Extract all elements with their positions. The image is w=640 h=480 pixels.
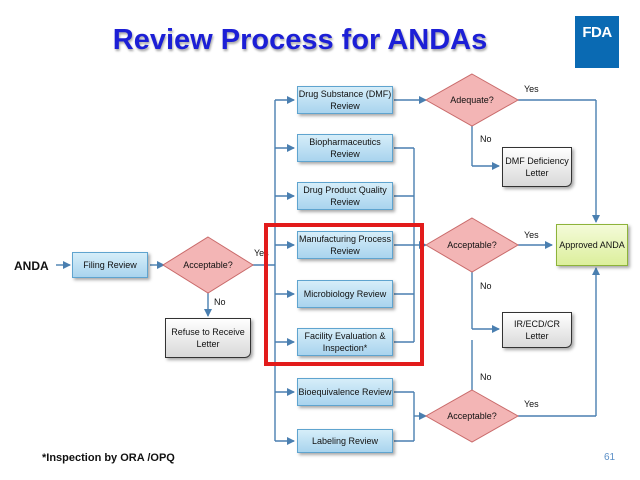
review-drug-product-quality: Drug Product Quality Review bbox=[297, 182, 393, 210]
ir-ecd-cr-letter: IR/ECD/CR Letter bbox=[502, 312, 572, 348]
footnote: *Inspection by ORA /OPQ bbox=[42, 452, 175, 464]
approved-anda: Approved ANDA bbox=[556, 224, 628, 266]
review-microbiology: Microbiology Review bbox=[297, 280, 393, 308]
review-bioequivalence: Bioequivalence Review bbox=[297, 378, 393, 406]
filing-review-box: Filing Review bbox=[72, 252, 148, 278]
edge-label-main-no: No bbox=[480, 281, 492, 291]
review-drug-substance: Drug Substance (DMF) Review bbox=[297, 86, 393, 114]
edge-label-bio-yes: Yes bbox=[524, 399, 539, 409]
review-labeling: Labeling Review bbox=[297, 429, 393, 453]
anda-start-label: ANDA bbox=[14, 259, 49, 273]
dmf-deficiency-letter: DMF Deficiency Letter bbox=[502, 147, 572, 187]
fda-logo-text: FDA bbox=[582, 24, 612, 41]
fda-logo: FDA bbox=[575, 16, 619, 68]
review-manufacturing-process: Manufacturing Process Review bbox=[297, 231, 393, 259]
page-title: Review Process for ANDAs bbox=[112, 24, 488, 56]
edge-label-filing-yes: Yes bbox=[254, 248, 269, 258]
decision-filing-acceptable-shape bbox=[162, 236, 254, 294]
edge-label-filing-no: No bbox=[214, 297, 226, 307]
review-biopharmaceutics: Biopharmaceutics Review bbox=[297, 134, 393, 162]
edge-label-dmf-yes: Yes bbox=[524, 84, 539, 94]
review-facility-evaluation: Facility Evaluation & Inspection* bbox=[297, 328, 393, 356]
decision-dmf-adequate-shape bbox=[424, 73, 520, 127]
decision-bio-acceptable-shape bbox=[424, 389, 520, 443]
page-number: 61 bbox=[604, 452, 616, 463]
edge-label-dmf-no: No bbox=[480, 134, 492, 144]
decision-main-acceptable-shape bbox=[425, 217, 519, 273]
edge-label-bio-no: No bbox=[480, 372, 492, 382]
highlight-frame bbox=[264, 223, 424, 366]
refuse-to-receive-letter: Refuse to Receive Letter bbox=[165, 318, 251, 358]
edge-label-main-yes: Yes bbox=[524, 230, 539, 240]
